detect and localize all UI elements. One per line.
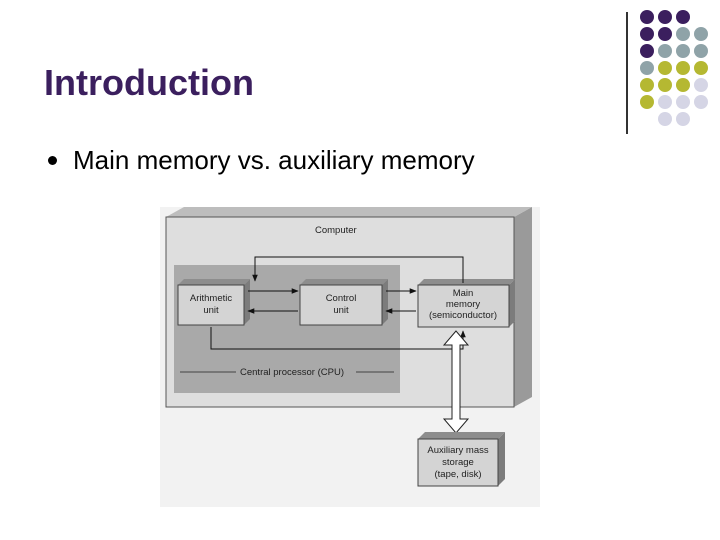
decor-dot	[694, 27, 708, 41]
decor-dot	[640, 78, 654, 92]
decorative-divider	[626, 12, 628, 134]
bullet-item: Main memory vs. auxiliary memory	[48, 140, 475, 180]
decor-dot	[676, 44, 690, 58]
main-memory-label: Main	[453, 288, 474, 299]
auxiliary-storage-label: Auxiliary mass	[427, 445, 488, 456]
bullet-text: Main memory vs. auxiliary memory	[73, 144, 475, 175]
decor-dot	[658, 78, 672, 92]
auxiliary-storage-box	[417, 438, 499, 487]
computer-box-side	[514, 207, 532, 407]
memory-diagram: Computer Arithmetic unit Control unit Ma…	[160, 207, 540, 507]
decor-dot	[694, 78, 708, 92]
decor-dot	[658, 10, 672, 24]
decor-dot	[676, 78, 690, 92]
auxiliary-storage-label: storage	[442, 457, 474, 468]
main-memory-label: (semiconductor)	[429, 310, 497, 321]
decor-dot	[658, 95, 672, 109]
main-memory-box	[417, 284, 510, 328]
decor-dot	[676, 10, 690, 24]
cpu-label: Central processor (CPU)	[240, 367, 344, 378]
slide-title: Introduction	[44, 62, 254, 103]
decor-dot	[640, 44, 654, 58]
decor-dot	[640, 27, 654, 41]
arithmetic-unit-box	[177, 284, 245, 326]
decor-dot	[640, 95, 654, 109]
memory-diagram-svg: Computer Arithmetic unit Control unit Ma…	[165, 207, 532, 487]
computer-label: Computer	[315, 225, 357, 236]
auxiliary-storage-label: (tape, disk)	[435, 469, 482, 480]
decor-dot	[694, 61, 708, 75]
decor-dot	[658, 61, 672, 75]
computer-box-top	[166, 207, 532, 217]
decor-dot	[694, 44, 708, 58]
main-memory-label: memory	[446, 299, 481, 310]
bullet-marker	[48, 155, 57, 165]
decor-dot	[676, 61, 690, 75]
decor-dot	[676, 112, 690, 126]
decor-dot	[640, 10, 654, 24]
decor-dot	[676, 27, 690, 41]
decor-dot	[658, 27, 672, 41]
decor-dot	[640, 61, 654, 75]
control-unit-label: Control	[326, 293, 357, 304]
decor-dot	[694, 95, 708, 109]
arrow	[252, 256, 464, 283]
decor-dot	[658, 112, 672, 126]
decor-dot	[658, 44, 672, 58]
control-unit-box	[299, 284, 383, 326]
arithmetic-unit-label: unit	[203, 305, 219, 316]
decor-dot	[676, 95, 690, 109]
arithmetic-unit-label: Arithmetic	[190, 293, 232, 304]
control-unit-label: unit	[333, 305, 349, 316]
